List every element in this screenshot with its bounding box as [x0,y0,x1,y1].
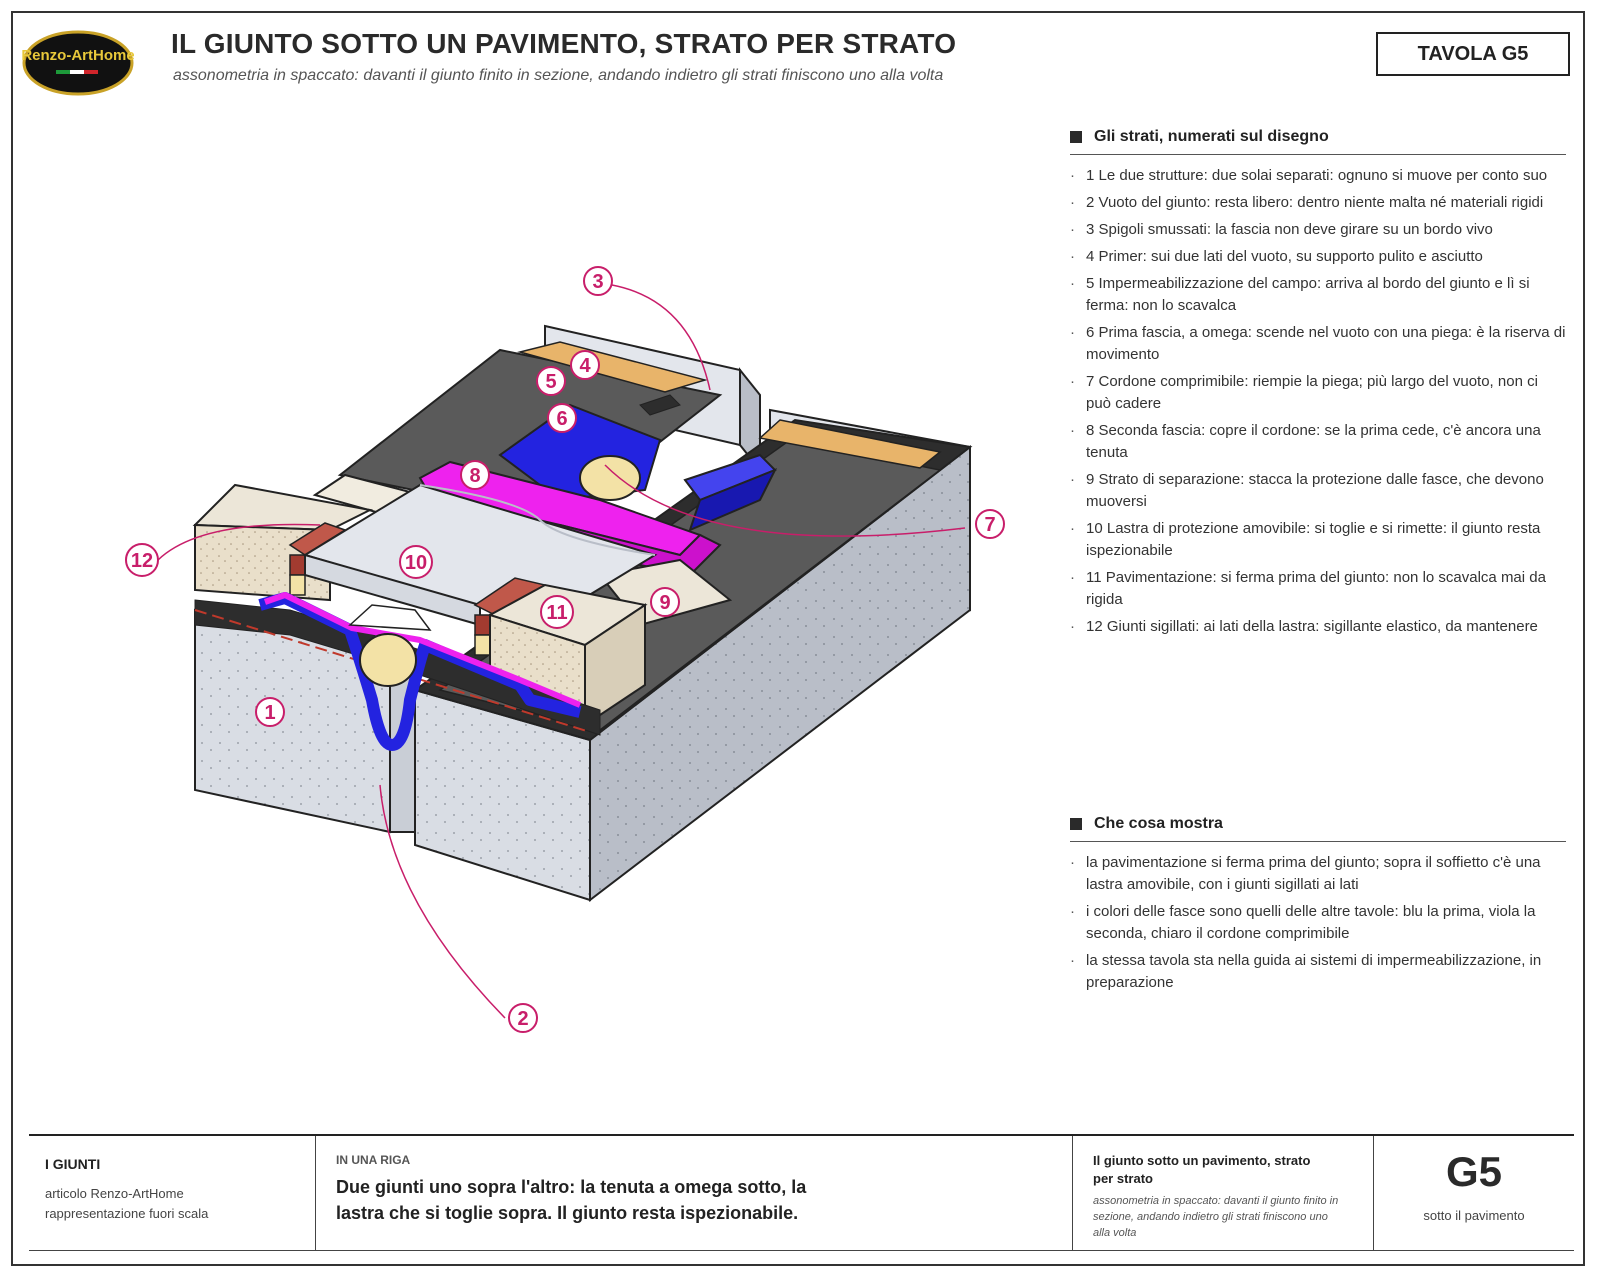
list-item: ·9 Strato di separazione: stacca la prot… [1070,471,1544,510]
svg-text:10: 10 [405,552,427,574]
list-item: ·12 Giunti sigillati: ai lati della last… [1070,618,1538,635]
callout-6: 6 [547,403,577,433]
list-item: ·i colori delle fasce sono quelli delle … [1070,903,1536,942]
list-item: ·8 Seconda fascia: copre il cordone: se … [1070,422,1541,461]
list-item: ·la stessa tavola sta nella guida ai sis… [1070,952,1542,991]
footer-oneline: IN UNA RIGA Due giunti uno sopra l'altro… [316,1136,1072,1250]
svg-text:12: 12 [131,550,153,572]
list-item: ·4 Primer: sui due lati del vuoto, su su… [1070,248,1483,265]
leader-lines [157,284,966,1019]
footer-cartouche: I GIUNTI articolo Renzo-ArtHome rapprese… [29,1134,1574,1251]
first-band-omega [498,403,778,532]
svg-text:4: 4 [579,355,591,377]
callout-4: 4 [570,350,600,380]
callout-9: 9 [650,587,680,617]
page-frame [11,11,1585,1266]
callout-1: 1 [255,697,285,727]
layers-list: ·1 Le due strutture: due solai separati:… [1070,165,1566,638]
callout-3: 3 [583,266,613,296]
list-item: ·5 Impermeabilizzazione del campo: arriv… [1070,275,1530,314]
list-item: ·10 Lastra di protezione amovibile: si t… [1070,520,1541,559]
footer-code: G5 sotto il pavimento [1374,1136,1574,1250]
article-label: articolo Renzo-ArtHome [45,1186,184,1201]
svg-text:2: 2 [517,1008,528,1030]
callout-8: 8 [460,460,490,490]
list-item: ·6 Prima fascia, a omega: scende nel vuo… [1070,324,1566,363]
layers-heading: Gli strati, numerati sul disegno [1070,128,1566,155]
callout-5: 5 [536,366,566,396]
sheet-title: Il giunto sotto un pavimento, strato per… [1093,1153,1311,1186]
oneline-tag: IN UNA RIGA [336,1153,411,1167]
svg-text:6: 6 [556,408,567,430]
page-title: IL GIUNTO SOTTO UN PAVIMENTO, STRATO PER… [171,28,957,59]
svg-text:5: 5 [545,371,556,393]
list-item: ·11 Pavimentazione: si ferma prima del g… [1070,569,1546,608]
front-section [194,592,601,751]
shows-heading: Che cosa mostra [1070,815,1566,842]
sealant-joint-left [288,522,347,596]
list-item: ·2 Vuoto del giunto: resta libero: dentr… [1070,194,1544,211]
svg-text:8: 8 [469,465,480,487]
oneline-text: Due giunti uno sopra l'altro: la tenuta … [336,1177,807,1223]
footer-sheet-info: Il giunto sotto un pavimento, strato per… [1073,1136,1373,1250]
callout-10: 10 [399,545,433,579]
callout-7: 7 [975,509,1005,539]
svg-text:11: 11 [546,602,567,624]
sheet-description: assonometria in spaccato: davanti il giu… [1093,1195,1339,1239]
brand-logo: Renzo-ArtHome [22,30,134,96]
svg-text:3: 3 [592,271,603,293]
sheet-code: G5 [1445,1148,1503,1195]
square-bullet-icon [1070,131,1082,143]
sheet-code-subtitle: sotto il pavimento [1423,1208,1525,1223]
callout-11: 11 [540,595,574,629]
footer-series: I GIUNTI articolo Renzo-ArtHome rapprese… [29,1136,315,1250]
sealant-joint-right [473,577,547,656]
svg-text:7: 7 [984,514,995,536]
svg-text:9: 9 [659,592,670,614]
svg-text:1: 1 [264,702,275,724]
list-item: ·3 Spigoli smussati: la fascia non deve … [1070,221,1493,238]
shows-list: ·la pavimentazione si ferma prima del gi… [1070,852,1566,994]
shows-panel: Che cosa mostra ·la pavimentazione si fe… [1070,815,1566,999]
page-subtitle: assonometria in spaccato: davanti il giu… [173,67,944,84]
list-item: ·la pavimentazione si ferma prima del gi… [1070,854,1541,893]
list-item: ·1 Le due strutture: due solai separati:… [1070,167,1548,184]
callout-12: 12 [125,543,159,577]
axonometric-drawing: 1 2 3 4 5 6 7 8 9 10 11 12 [125,266,1005,1033]
compressible-cord-back [579,455,641,501]
logo-text: Renzo-ArtHome [22,47,134,64]
scale-label: rappresentazione fuori scala [45,1206,209,1221]
square-bullet-icon [1070,818,1082,830]
layers-panel: Gli strati, numerati sul disegno ·1 Le d… [1070,128,1566,643]
callout-2: 2 [508,1003,538,1033]
list-item: ·7 Cordone comprimibile: riempie la pieg… [1070,373,1538,412]
series-title: I GIUNTI [45,1156,101,1172]
sheet-badge: TAVOLA G5 [1376,32,1570,76]
